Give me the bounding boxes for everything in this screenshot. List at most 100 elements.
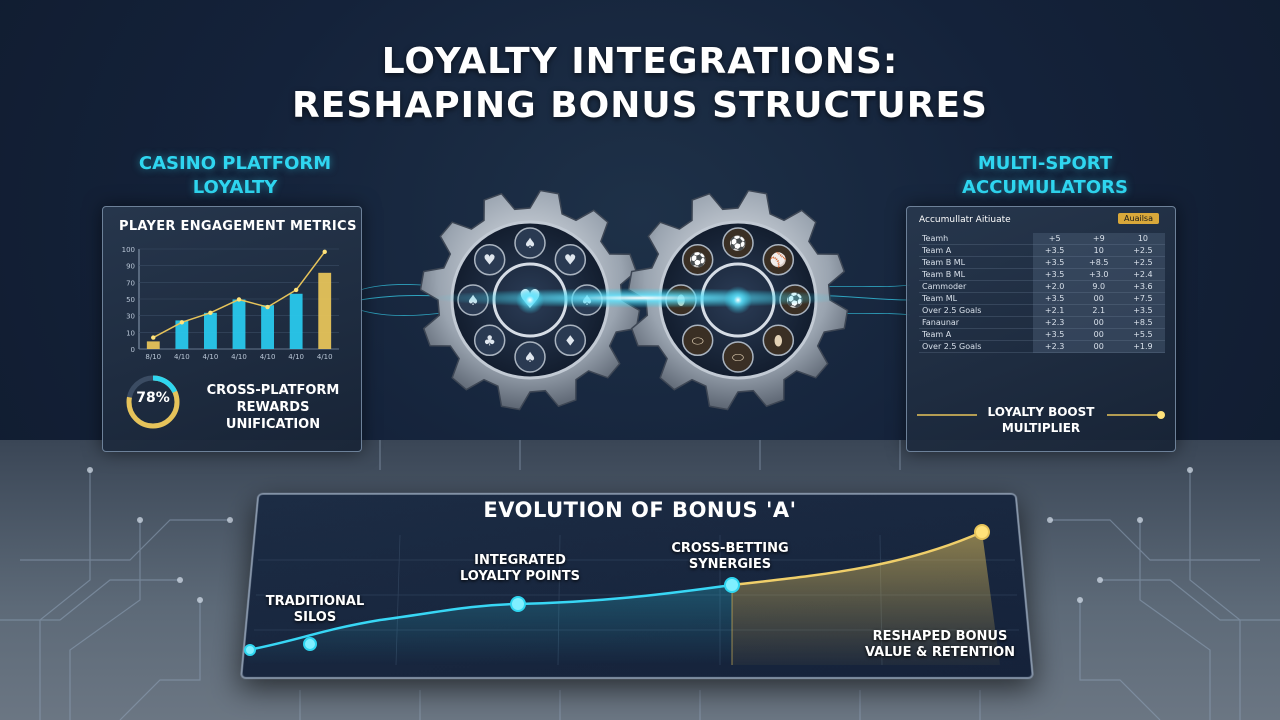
bar xyxy=(175,320,189,349)
odds-cell[interactable]: +3.5 xyxy=(1032,328,1077,341)
card-suit-icon: ♠ xyxy=(524,236,537,252)
cross-label-line2: REWARDS xyxy=(236,400,310,415)
x-tick-label: 4/10 xyxy=(203,353,219,361)
row-label: Over 2.5 Goals xyxy=(919,340,1033,353)
odds-cell[interactable]: 00 xyxy=(1076,292,1121,305)
odds-cell[interactable]: +2.4 xyxy=(1120,268,1165,281)
odds-cell[interactable]: +3.5 xyxy=(1032,268,1077,281)
card-suit-icon: ♣ xyxy=(483,333,496,349)
odds-cell[interactable]: +2.3 xyxy=(1032,316,1077,329)
odds-cell[interactable]: 10 xyxy=(1076,244,1121,257)
x-tick-label: 4/10 xyxy=(174,353,190,361)
odds-cell[interactable]: +2.5 xyxy=(1120,244,1165,257)
x-tick-label: 4/10 xyxy=(260,353,276,361)
stage-traditional-node[interactable] xyxy=(303,637,317,651)
sports-heading-line1: MULTI-SPORT xyxy=(977,153,1113,174)
bar xyxy=(146,341,160,349)
odds-cell[interactable]: +3.5 xyxy=(1032,244,1077,257)
accumulator-title: Accumullatr Aitiuate xyxy=(919,215,1011,225)
stage3-line1: CROSS-BETTING xyxy=(671,541,789,556)
trend-point xyxy=(151,335,156,340)
odds-cell[interactable]: 2.1 xyxy=(1076,304,1121,317)
casino-token-icon xyxy=(514,341,546,373)
odds-cell[interactable]: +1.9 xyxy=(1120,340,1165,353)
table-row[interactable]: Team B ML+3.5+3.0+2.4 xyxy=(919,268,1165,281)
page-title-line1: LOYALTY INTEGRATIONS: xyxy=(381,41,899,82)
cyan-curve xyxy=(247,583,733,652)
accumulator-badge[interactable]: Auailsa xyxy=(1118,213,1159,224)
trend-point xyxy=(179,320,185,325)
x-tick-label: 4/10 xyxy=(317,353,333,361)
odds-cell[interactable]: +5.5 xyxy=(1120,328,1165,341)
odds-cell[interactable]: +3.5 xyxy=(1032,292,1077,305)
odds-cell[interactable]: +8.5 xyxy=(1076,256,1121,269)
odds-cell[interactable]: +2.1 xyxy=(1032,304,1077,317)
table-row[interactable]: Team B ML+3.5+8.5+2.5 xyxy=(919,256,1165,269)
sport-ball-icon: ⚽ xyxy=(728,235,746,252)
stage4-line2: VALUE & RETENTION xyxy=(864,645,1016,660)
stage2-line2: LOYALTY POINTS xyxy=(459,569,581,584)
odds-cell[interactable]: 00 xyxy=(1076,316,1121,329)
trend-point xyxy=(208,310,213,316)
header-cell: +5 xyxy=(1032,233,1077,245)
stage-reshaped-label: RESHAPED BONUS VALUE & RETENTION xyxy=(840,629,1040,661)
casino-token-icon xyxy=(514,227,546,259)
casino-heading-line1: CASINO PLATFORM xyxy=(138,153,332,174)
sport-ball-icon: ⬭ xyxy=(692,333,704,349)
boost-line2: MULTIPLIER xyxy=(1001,421,1081,435)
gold-curve xyxy=(731,530,983,587)
gold-area xyxy=(732,532,1000,665)
cross-platform-label: CROSS-PLATFORM REWARDS UNIFICATION xyxy=(188,382,358,433)
odds-cell[interactable]: +3.5 xyxy=(1120,304,1165,317)
stage-traditional-dot[interactable] xyxy=(244,644,256,656)
odds-cell[interactable]: 9.0 xyxy=(1076,280,1121,293)
odds-cell[interactable]: +2.5 xyxy=(1120,256,1165,269)
table-header: Teamh +5 +9 10 xyxy=(919,233,1165,245)
sport-ball-icon: ⬭ xyxy=(732,350,744,366)
casino-token-icon xyxy=(554,324,587,357)
sports-heading-line2: ACCUMULATORS xyxy=(962,177,1128,198)
odds-cell[interactable]: +3.6 xyxy=(1120,280,1165,293)
boost-connector-line xyxy=(917,411,1165,419)
sport-ball-icon: ⬮ xyxy=(774,333,783,349)
odds-cell[interactable]: +3.0 xyxy=(1076,268,1121,281)
stage-cross-betting-node[interactable] xyxy=(724,577,740,593)
card-suit-icon: ♦ xyxy=(564,333,577,349)
cross-label-line3: UNIFICATION xyxy=(225,417,321,432)
header-cell: Teamh xyxy=(919,233,1033,245)
loyalty-gauge: 78% xyxy=(123,372,183,432)
casino-heading-line2: LOYALTY xyxy=(192,177,278,198)
row-label: Over 2.5 Goals xyxy=(919,304,1033,317)
stage-integrated-node[interactable] xyxy=(510,596,526,612)
player-engagement-title: PLAYER ENGAGEMENT METRICS xyxy=(119,219,357,234)
sports-glow-center xyxy=(724,286,752,314)
row-label: Team A xyxy=(919,328,1033,341)
odds-cell[interactable]: 00 xyxy=(1076,340,1121,353)
page-title-line2: RESHAPING BONUS STRUCTURES xyxy=(292,85,988,126)
odds-cell[interactable]: +8.5 xyxy=(1120,316,1165,329)
stage-reshaped-node[interactable] xyxy=(974,524,990,540)
sport-ball-icon: ⚾ xyxy=(769,251,787,269)
odds-cell[interactable]: +2.3 xyxy=(1032,340,1077,353)
sport-ball-icon: ⚽ xyxy=(688,252,706,269)
odds-cell[interactable]: +3.5 xyxy=(1032,256,1077,269)
x-tick-label: 4/10 xyxy=(288,353,304,361)
odds-cell[interactable]: 00 xyxy=(1076,328,1121,341)
header-cell: +9 xyxy=(1076,233,1121,245)
odds-cell[interactable]: +7.5 xyxy=(1120,292,1165,305)
odds-cell[interactable]: +2.0 xyxy=(1032,280,1077,293)
card-suit-icon: ♥ xyxy=(483,253,496,269)
stage1-line1: TRADITIONAL xyxy=(265,594,365,609)
y-tick-label: 30 xyxy=(126,313,135,321)
sports-heading: MULTI-SPORT ACCUMULATORS xyxy=(920,152,1170,200)
page-title: LOYALTY INTEGRATIONS: RESHAPING BONUS ST… xyxy=(0,40,1280,128)
